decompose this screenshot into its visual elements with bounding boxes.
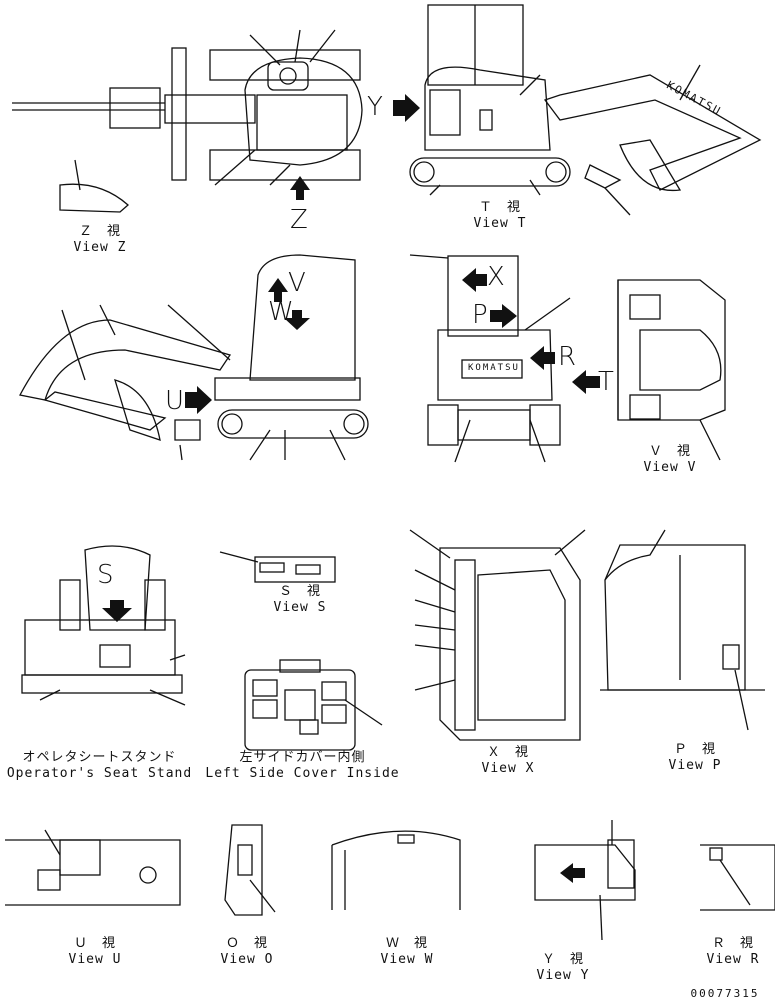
view-x-en: View X	[481, 761, 535, 776]
view-s-label: Ｓ 視 View S	[255, 584, 345, 616]
view-r-en: View R	[706, 952, 760, 967]
view-u-label: Ｕ 視 View U	[50, 936, 140, 968]
view-o-jp: Ｏ 視	[225, 936, 268, 951]
top-view-excavator	[12, 29, 363, 186]
brand-mark-rear: KOMATSU	[468, 363, 520, 373]
seat-stand-label: オペレタシートスタンド Operator's Seat Stand	[2, 750, 197, 782]
arrow-p	[490, 304, 517, 328]
view-s-jp: Ｓ 視	[278, 584, 321, 599]
left-side-cover-label: 左サイドカバー内側 Left Side Cover Inside	[205, 750, 400, 782]
view-z-jp: Ｚ 視	[78, 224, 121, 239]
view-y-jp: Ｙ 視	[541, 952, 584, 967]
view-v-label: Ｖ 視 View V	[625, 444, 715, 476]
rear-view-excavator	[409, 254, 571, 463]
view-p-label: Ｐ 視 View P	[650, 742, 740, 774]
view-z-label: Ｚ 視 View Z	[55, 224, 145, 256]
view-w-drawing	[331, 830, 461, 910]
view-x-label: Ｘ 視 View X	[463, 745, 553, 777]
arrow-letter-v: V	[288, 268, 306, 298]
view-z-part	[59, 159, 129, 213]
view-y-en: View Y	[536, 968, 590, 983]
seat-stand-en: Operator's Seat Stand	[6, 766, 193, 781]
view-y-label: Ｙ 視 View Y	[518, 952, 608, 984]
view-t-en: View T	[473, 216, 527, 231]
view-v-en: View V	[643, 460, 697, 475]
view-v-drawing	[617, 279, 726, 461]
left-side-cover-drawing	[244, 659, 383, 751]
view-r-label: Ｒ 視 View R	[688, 936, 775, 968]
arrow-letter-s: S	[97, 560, 114, 590]
view-u-jp: Ｕ 視	[73, 936, 116, 951]
arrow-w	[284, 310, 310, 330]
arrow-u	[185, 386, 212, 414]
drawing-number: 00077315	[690, 987, 760, 1000]
arrow-letter-u: U	[165, 386, 185, 416]
view-o-label: Ｏ 視 View O	[202, 936, 292, 968]
view-u-drawing	[5, 829, 181, 906]
view-s-en: View S	[273, 600, 327, 615]
view-y-drawing	[534, 820, 636, 941]
arrow-letter-x: X	[487, 262, 505, 292]
left-side-cover-jp: 左サイドカバー内側	[239, 750, 366, 765]
arrow-v	[268, 278, 288, 302]
seat-stand-drawing	[21, 545, 186, 706]
arrow-r	[530, 346, 555, 370]
view-w-label: Ｗ 視 View W	[362, 936, 452, 968]
view-p-jp: Ｐ 視	[673, 742, 716, 757]
arrow-y-view	[560, 863, 585, 883]
arrow-x	[462, 268, 487, 292]
view-t-label: Ｔ 視 View T	[455, 200, 545, 232]
view-r-jp: Ｒ 視	[711, 936, 754, 951]
view-w-en: View W	[380, 952, 434, 967]
view-u-en: View U	[68, 952, 122, 967]
arrow-letter-z: Z	[290, 205, 308, 235]
arrow-z	[290, 176, 310, 200]
view-v-jp: Ｖ 視	[648, 444, 691, 459]
view-p-drawing	[600, 529, 765, 731]
arrow-s	[102, 600, 132, 622]
view-p-en: View P	[668, 758, 722, 773]
arrow-t	[572, 370, 600, 394]
arrow-y	[393, 94, 420, 122]
side-view-excavator-right	[409, 4, 762, 216]
view-z-en: View Z	[73, 240, 127, 255]
arrow-letter-t: T	[598, 367, 614, 397]
arrow-letter-p: P	[472, 300, 488, 330]
side-view-excavator-left	[19, 254, 369, 461]
view-x-jp: Ｘ 視	[486, 745, 529, 760]
arrow-letter-y: Y	[367, 92, 383, 122]
left-side-cover-en: Left Side Cover Inside	[205, 766, 400, 781]
arrow-letter-r: R	[558, 342, 577, 372]
view-o-en: View O	[220, 952, 274, 967]
view-w-jp: Ｗ 視	[385, 936, 428, 951]
seat-stand-jp: オペレタシートスタンド	[22, 750, 177, 765]
view-r-drawing	[700, 844, 775, 911]
view-t-jp: Ｔ 視	[478, 200, 521, 215]
arrow-letter-w: W	[268, 297, 294, 327]
view-s-drawing	[219, 551, 336, 583]
view-o-drawing	[224, 824, 276, 916]
view-x-drawing	[409, 529, 586, 741]
